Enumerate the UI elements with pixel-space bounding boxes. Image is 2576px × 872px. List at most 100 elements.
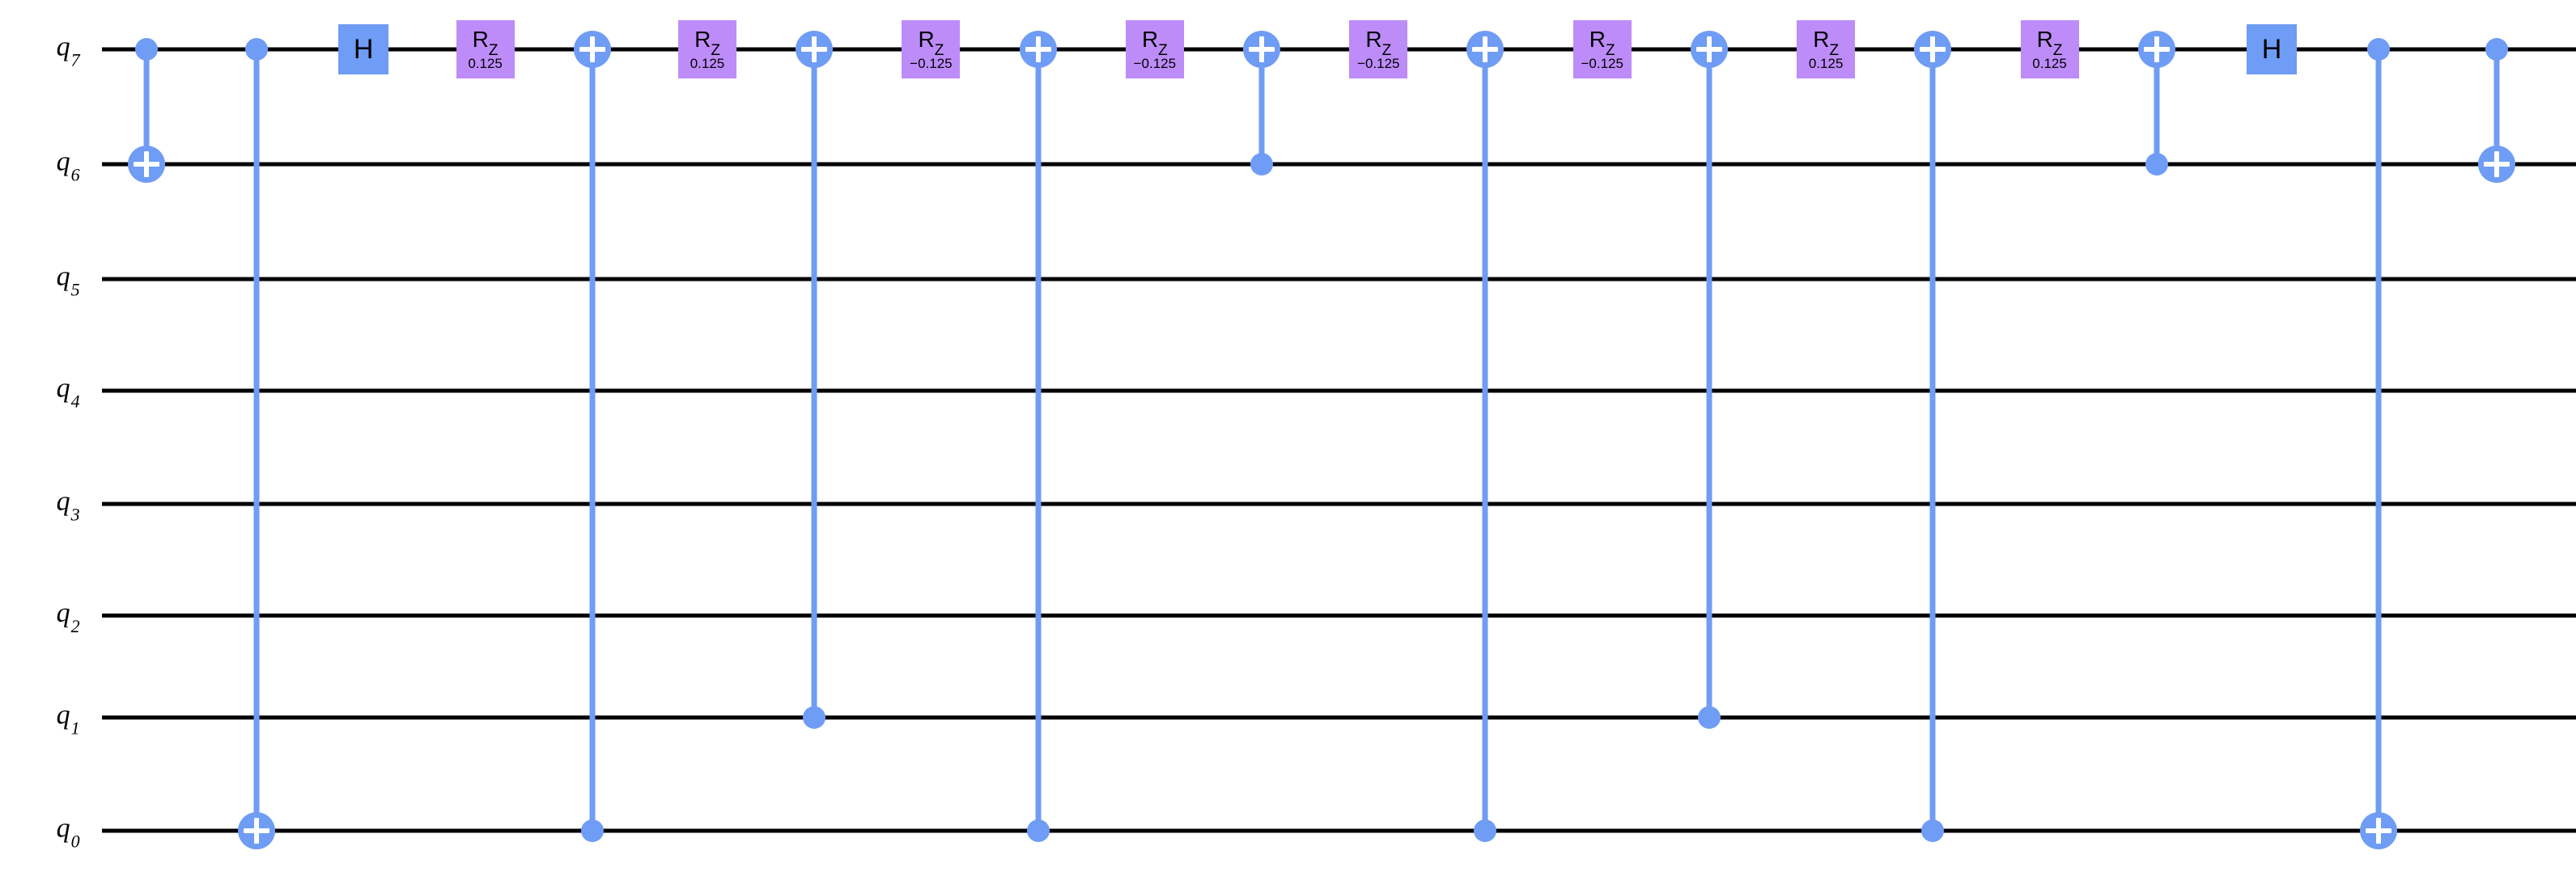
rz-gate-label: RZ [1142, 28, 1168, 60]
rz-gate[interactable]: RZ−0.125 [1349, 19, 1408, 78]
control-dot-q7[interactable] [245, 37, 269, 61]
qubit-label-index: 0 [70, 831, 80, 852]
rz-gate[interactable]: RZ−0.125 [1572, 19, 1632, 78]
rz-gate-label: RZ [1813, 26, 1840, 60]
control-dot-q1[interactable] [803, 706, 826, 730]
cnot-target-q7[interactable] [1242, 30, 1280, 68]
cnot-target-q6[interactable] [2478, 146, 2516, 183]
qubit-label-index: 1 [70, 717, 80, 739]
cnot-connector-line [2154, 49, 2160, 164]
hadamard-gate[interactable]: H [338, 23, 389, 74]
qubit-label-base: q [56, 700, 70, 730]
wire-q6 [102, 162, 2576, 167]
cnot-target-q0[interactable] [238, 812, 276, 850]
qubit-label-q4: q4 [56, 373, 80, 412]
control-dot-q1[interactable] [1697, 706, 1721, 730]
qubit-label-base: q [56, 373, 70, 404]
qubit-label-base: q [56, 261, 70, 292]
cnot-target-q7[interactable] [1466, 30, 1504, 68]
cnot-target-q0[interactable] [2360, 812, 2398, 850]
cnot-target-q6[interactable] [127, 146, 165, 183]
qubit-label-index: 7 [70, 49, 80, 70]
cnot-connector-line [143, 49, 150, 164]
qubit-label-q3: q3 [56, 486, 80, 525]
rz-gate-parameter: 0.125 [690, 56, 725, 72]
rz-gate-label-base: R [1813, 26, 1830, 52]
rz-gate-parameter: −0.125 [1133, 56, 1177, 72]
control-dot-q7[interactable] [134, 37, 158, 61]
wire-q7 [102, 47, 2576, 52]
cnot-target-q7[interactable] [1914, 30, 1952, 68]
rz-gate-label: RZ [918, 26, 944, 60]
qubit-label-q2: q2 [57, 599, 80, 637]
cnot-connector-line [2493, 49, 2500, 164]
cnot-connector-line [1706, 49, 1712, 718]
qubit-label-base: q [56, 32, 70, 62]
rz-gate-label-base: R [694, 26, 711, 52]
rz-gate-label-subscript: Z [1606, 42, 1615, 60]
qubit-label-q0: q0 [57, 814, 80, 852]
rz-gate-label-subscript: Z [1158, 42, 1168, 60]
qubit-label-q6: q6 [56, 146, 80, 185]
qubit-label-base: q [56, 146, 70, 177]
rz-gate[interactable]: RZ−0.125 [1125, 19, 1184, 78]
control-dot-q0[interactable] [1921, 819, 1945, 843]
rz-gate-label-subscript: Z [934, 42, 944, 60]
rz-gate-label-subscript: Z [1829, 42, 1840, 60]
rz-gate-label-base: R [472, 26, 489, 52]
control-dot-q6[interactable] [1250, 153, 1273, 176]
rz-gate-parameter: −0.125 [910, 56, 953, 72]
rz-gate-label: RZ [1589, 28, 1615, 60]
rz-gate-label-subscript: Z [488, 42, 499, 60]
cnot-target-q7[interactable] [2137, 30, 2175, 68]
rz-gate-label-base: R [2036, 26, 2053, 52]
cnot-connector-line [1482, 49, 1488, 832]
rz-gate-label-base: R [918, 26, 935, 52]
cnot-target-q7[interactable] [1019, 30, 1057, 68]
control-dot-q0[interactable] [580, 819, 604, 843]
cnot-connector-line [1929, 49, 1936, 832]
qubit-label-index: 4 [70, 391, 80, 412]
wire-q4 [102, 388, 2576, 393]
control-dot-q6[interactable] [2145, 153, 2168, 176]
rz-gate-label: RZ [472, 26, 499, 60]
cnot-target-q7[interactable] [1690, 30, 1728, 68]
rz-gate-label-base: R [1365, 26, 1382, 52]
qubit-label-q7: q7 [56, 32, 80, 70]
qubit-label-base: q [56, 486, 70, 517]
rz-gate-parameter: −0.125 [1581, 56, 1623, 72]
rz-gate-parameter: 0.125 [468, 56, 503, 72]
control-dot-q0[interactable] [1026, 819, 1050, 843]
control-dot-q7[interactable] [2367, 37, 2391, 61]
cnot-target-q7[interactable] [796, 30, 834, 68]
rz-gate-parameter: −0.125 [1357, 56, 1400, 72]
cnot-connector-line [2375, 49, 2382, 832]
cnot-connector-line [1035, 49, 1042, 832]
cnot-target-q7[interactable] [573, 30, 611, 68]
wire-q3 [102, 502, 2576, 506]
rz-gate[interactable]: RZ−0.125 [902, 19, 961, 78]
wire-q5 [102, 277, 2576, 281]
rz-gate-label-subscript: Z [1381, 42, 1392, 60]
control-dot-q0[interactable] [1474, 819, 1497, 843]
rz-gate-label-subscript: Z [2052, 42, 2063, 60]
wire-q2 [102, 613, 2576, 618]
qubit-label-q1: q1 [56, 700, 80, 739]
cnot-connector-line [253, 49, 260, 832]
cnot-connector-line [1258, 49, 1265, 164]
qubit-label-q5: q5 [56, 261, 80, 300]
hadamard-gate[interactable]: H [2246, 23, 2297, 74]
rz-gate-parameter: 0.125 [1808, 56, 1844, 72]
rz-gate-label-subscript: Z [711, 42, 720, 60]
cnot-connector-line [589, 49, 596, 832]
qubit-label-index: 5 [70, 279, 80, 300]
qubit-label-index: 3 [70, 504, 80, 525]
control-dot-q7[interactable] [2485, 37, 2509, 61]
hadamard-gate-label: H [2261, 33, 2282, 65]
qubit-label-index: 6 [70, 164, 80, 185]
